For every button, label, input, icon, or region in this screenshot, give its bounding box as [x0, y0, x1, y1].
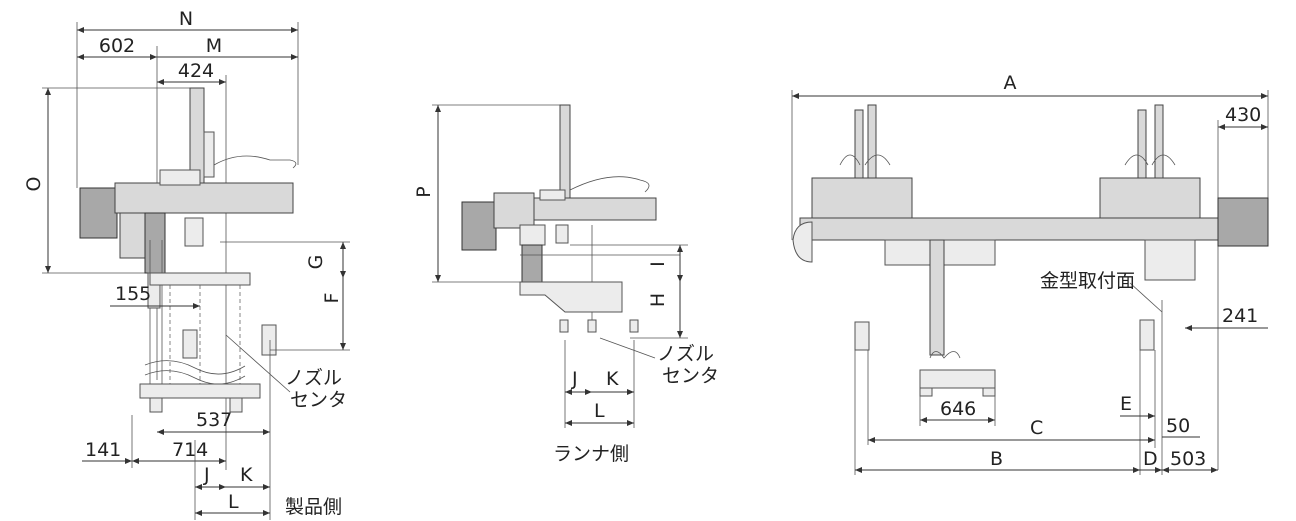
dim-label-50: 50 — [1166, 415, 1190, 437]
dim-label-B: B — [990, 448, 1003, 470]
product-side-label: 製品側 — [285, 496, 342, 518]
runner-side-label: ランナ側 — [553, 443, 629, 465]
top-view: A 430 金型取付 — [791, 72, 1269, 475]
nozzle-label-line2: センタ — [290, 389, 347, 411]
dim-label-602: 602 — [99, 35, 135, 57]
side-nozzle-label-line1: ノズル — [657, 343, 714, 365]
dim-label-241: 241 — [1222, 305, 1258, 327]
side-traverse — [533, 197, 657, 221]
center-post — [929, 239, 945, 356]
gripper-top — [184, 217, 204, 247]
gripper-lower-2 — [261, 324, 277, 356]
side-drive-unit — [461, 201, 497, 251]
dim-label-I: I — [647, 261, 669, 267]
dim-label-D: D — [1143, 448, 1158, 470]
left-head — [811, 177, 913, 219]
dim-label-430: 430 — [1225, 104, 1261, 126]
dim-label-K: K — [240, 464, 253, 486]
dim-label-155: 155 — [115, 283, 151, 305]
dim-label-H: H — [647, 293, 669, 307]
dim-label-P: P — [413, 186, 435, 197]
dim-label-N: N — [179, 8, 193, 30]
side-nozzle-label-line2: センタ — [662, 365, 719, 387]
right-drive — [1217, 197, 1269, 247]
side-view: P I H ノズル センタ J K L — [413, 104, 719, 465]
side-dim-label-L: L — [594, 400, 605, 422]
side-base — [519, 281, 623, 313]
main-beam — [799, 217, 1221, 241]
dim-label-J: J — [203, 464, 210, 486]
dim-label-C: C — [1030, 417, 1043, 439]
dim-label-L: L — [228, 491, 239, 513]
side-dim-label-K: K — [606, 368, 619, 390]
dim-label-503: 503 — [1170, 448, 1206, 470]
dim-label-537: 537 — [196, 409, 232, 431]
dim-label-424: 424 — [178, 60, 214, 82]
dim-label-646: 646 — [940, 398, 976, 420]
dim-label-E: E — [1120, 393, 1132, 415]
drive-unit — [79, 187, 118, 239]
gripper-lower — [182, 329, 198, 359]
mold-face-label: 金型取付面 — [1040, 270, 1135, 292]
right-head — [1099, 177, 1201, 219]
side-dim-label-J: J — [571, 368, 578, 390]
dim-label-A: A — [1004, 72, 1017, 94]
dim-label-O: O — [23, 177, 45, 192]
dim-label-G: G — [305, 255, 327, 270]
dim-label-714: 714 — [172, 439, 208, 461]
front-view: N 602 M 424 O — [23, 8, 350, 520]
traverse-beam — [114, 182, 294, 214]
dim-label-M: M — [206, 35, 222, 57]
nozzle-label-line1: ノズル — [285, 367, 342, 389]
dim-label-F: F — [321, 293, 343, 304]
dim-label-141: 141 — [85, 439, 121, 461]
